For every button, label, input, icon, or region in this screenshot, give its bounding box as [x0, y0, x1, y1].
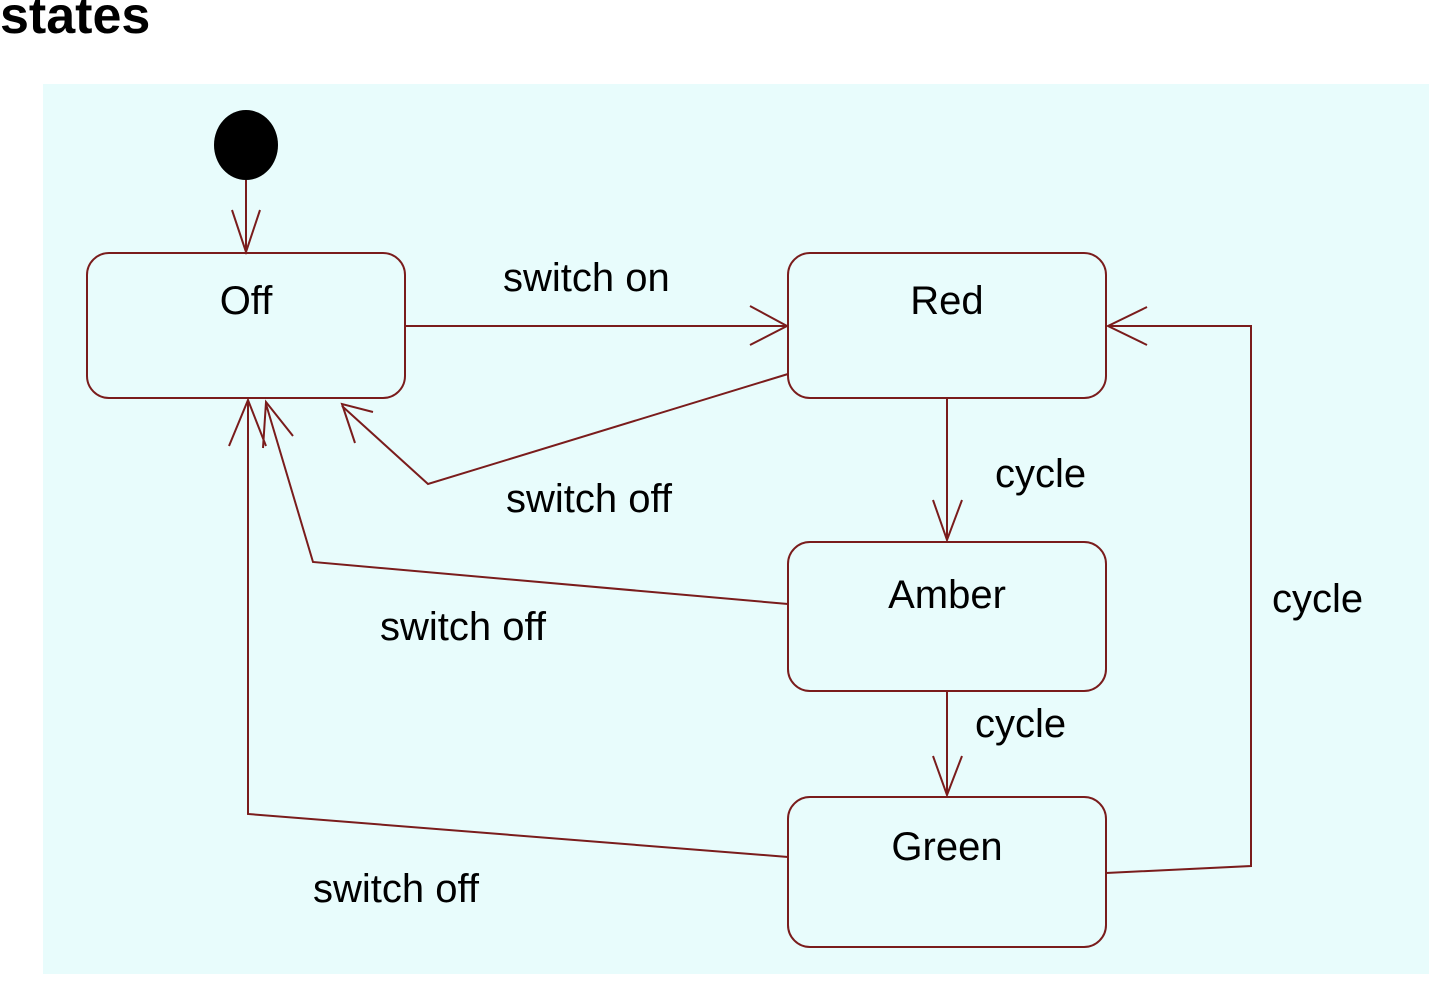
- transition-green-to-red: [1105, 325, 1252, 874]
- label-red-to-amber: cycle: [995, 452, 1086, 496]
- state-label-off: Off: [220, 279, 274, 323]
- arrowhead-amber-to-green: [932, 755, 963, 798]
- label-green-to-off: switch off: [313, 867, 480, 911]
- arrowhead-red-to-amber: [932, 499, 963, 543]
- transition-red-to-off: [341, 373, 789, 486]
- page-title: states: [0, 0, 151, 45]
- arrowhead-green-to-red: [1105, 306, 1148, 346]
- label-amber-to-green: cycle: [975, 702, 1066, 746]
- state-label-red: Red: [910, 279, 983, 323]
- label-off-to-red: switch on: [503, 256, 670, 300]
- diagram-background: [43, 84, 1429, 974]
- arrowhead-initial-to-off: [231, 209, 261, 256]
- arrowhead-amber-to-off: [262, 399, 294, 449]
- transition-green-to-off: [247, 400, 789, 858]
- state-label-green: Green: [891, 825, 1002, 869]
- arrowhead-green-to-off: [228, 397, 267, 447]
- initial-state-node: [214, 110, 278, 180]
- state-label-amber: Amber: [888, 573, 1006, 617]
- label-amber-to-off: switch off: [380, 605, 547, 649]
- transition-amber-to-off: [265, 403, 789, 605]
- arrowhead-off-to-red: [749, 305, 790, 346]
- label-green-to-red: cycle: [1272, 577, 1363, 621]
- label-red-to-off: switch off: [506, 477, 673, 521]
- arrowhead-red-to-off: [340, 402, 374, 444]
